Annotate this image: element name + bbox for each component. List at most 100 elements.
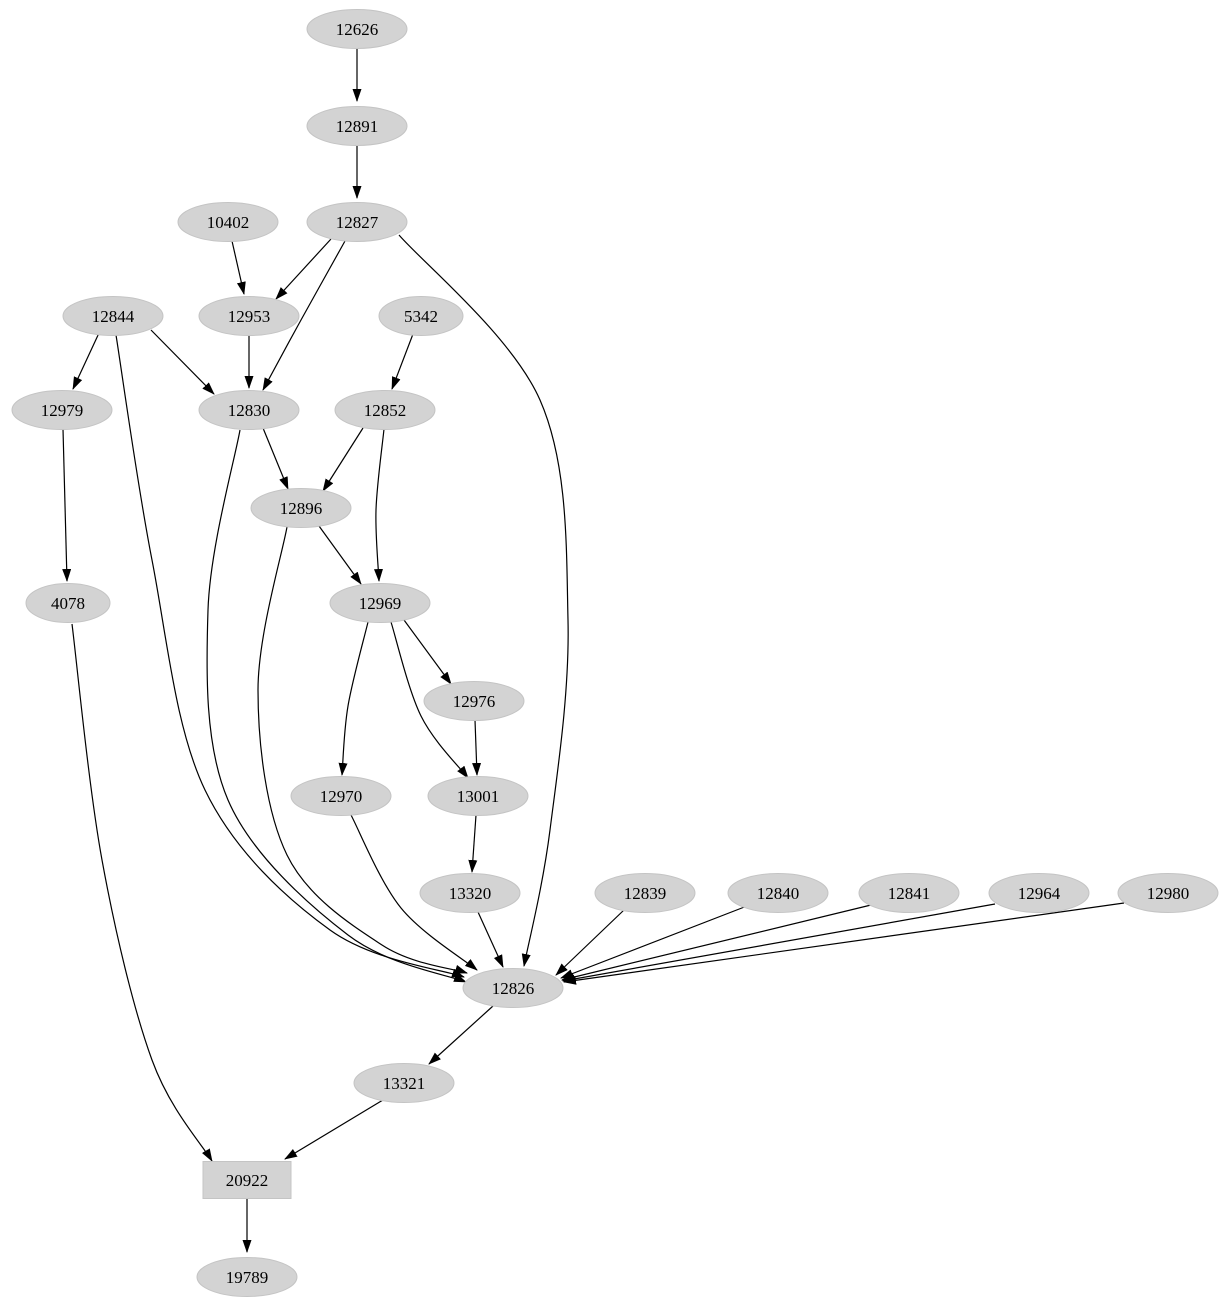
node-label: 19789 [226,1268,269,1287]
node-shape-ellipse [62,296,164,336]
node-13001: 13001 [427,776,529,816]
edge-12852-12896 [322,427,364,492]
edge-12976-13001 [472,719,482,776]
node-12839: 12839 [594,873,696,913]
edges-layer [62,48,1125,1253]
node-label: 13320 [449,884,492,903]
node-shape-ellipse [334,390,436,430]
node-label: 12969 [359,594,402,613]
node-shape-ellipse [329,583,431,623]
node-12826: 12826 [462,968,564,1008]
node-shape-ellipse [353,1063,455,1103]
node-12976: 12976 [423,681,525,721]
node-label: 12826 [492,979,535,998]
node-label: 12891 [336,117,379,136]
node-label: 10402 [207,213,250,232]
node-shape-ellipse [462,968,564,1008]
node-shape-ellipse [378,296,464,336]
node-shape-ellipse [306,9,408,49]
node-label: 12976 [453,692,496,711]
node-10402: 10402 [177,202,279,242]
edge-13320-12826 [477,911,504,968]
node-19789: 19789 [196,1257,298,1297]
node-shape-ellipse [198,390,300,430]
node-12969: 12969 [329,583,431,623]
edge-12844-12826 [115,334,465,978]
node-shape-ellipse [290,776,392,816]
node-12626: 12626 [306,9,408,49]
edge-12830-12826 [206,429,467,983]
edge-12852-12969 [373,428,385,582]
node-label: 5342 [404,307,438,326]
node-13320: 13320 [419,873,521,913]
edge-12970-12826 [350,814,478,971]
node-shape-ellipse [11,390,113,430]
edge-12980-12826 [563,902,1125,985]
node-label: 12626 [336,20,379,39]
node-12827: 12827 [306,202,408,242]
node-4078: 4078 [25,583,111,623]
node-shape-rect [202,1161,292,1199]
edge-12896-12826 [257,526,468,974]
node-12891: 12891 [306,106,408,146]
node-12964: 12964 [988,873,1090,913]
edge-13321-20922 [284,1099,384,1160]
edge-12830-12896 [262,427,289,490]
node-12830: 12830 [198,390,300,430]
node-label: 12841 [888,884,931,903]
node-12844: 12844 [62,296,164,336]
node-label: 12844 [92,307,135,326]
node-label: 12852 [364,401,407,420]
node-shape-ellipse [423,681,525,721]
edge-12827-12830 [262,240,346,391]
node-shape-ellipse [858,873,960,913]
edge-12827-12953 [275,238,332,300]
node-shape-ellipse [419,873,521,913]
edge-12979-4078 [62,428,72,582]
node-label: 12827 [336,213,379,232]
node-shape-ellipse [306,106,408,146]
edge-10402-12953 [231,240,246,295]
node-shape-ellipse [988,873,1090,913]
node-label: 12964 [1018,884,1061,903]
node-12896: 12896 [250,488,352,528]
edge-12969-12970 [338,621,369,776]
edge-13001-13320 [468,814,478,873]
node-label: 12830 [228,401,271,420]
node-12970: 12970 [290,776,392,816]
node-shape-ellipse [1117,873,1219,913]
node-12840: 12840 [727,873,829,913]
node-label: 13321 [383,1074,426,1093]
edge-4078-20922 [71,623,213,1162]
node-shape-ellipse [198,296,300,336]
node-label: 4078 [51,594,85,613]
node-shape-ellipse [250,488,352,528]
node-12841: 12841 [858,873,960,913]
edge-12841-12826 [561,904,872,982]
edge-12826-13321 [428,1005,494,1065]
node-12953: 12953 [198,296,300,336]
edge-12840-12826 [560,905,748,979]
node-20922: 20922 [202,1161,292,1199]
node-label: 12953 [228,307,271,326]
node-label: 13001 [457,787,500,806]
edge-12844-12979 [72,332,100,390]
node-shape-ellipse [25,583,111,623]
nodes-layer: 12626 12891 12827 10402 12844 12953 5342 12979 1… [11,9,1219,1297]
edge-12964-12826 [562,903,996,984]
node-12979: 12979 [11,390,113,430]
edge-12896-12969 [318,525,362,585]
node-12852: 12852 [334,390,436,430]
node-shape-ellipse [306,202,408,242]
node-label: 12980 [1147,884,1190,903]
edge-5342-12852 [391,333,414,390]
node-12980: 12980 [1117,873,1219,913]
node-shape-ellipse [427,776,529,816]
node-shape-ellipse [196,1257,298,1297]
node-label: 12970 [320,787,363,806]
edge-12839-12826 [555,909,625,976]
node-shape-ellipse [594,873,696,913]
node-13321: 13321 [353,1063,455,1103]
edge-12969-13001 [390,621,469,779]
